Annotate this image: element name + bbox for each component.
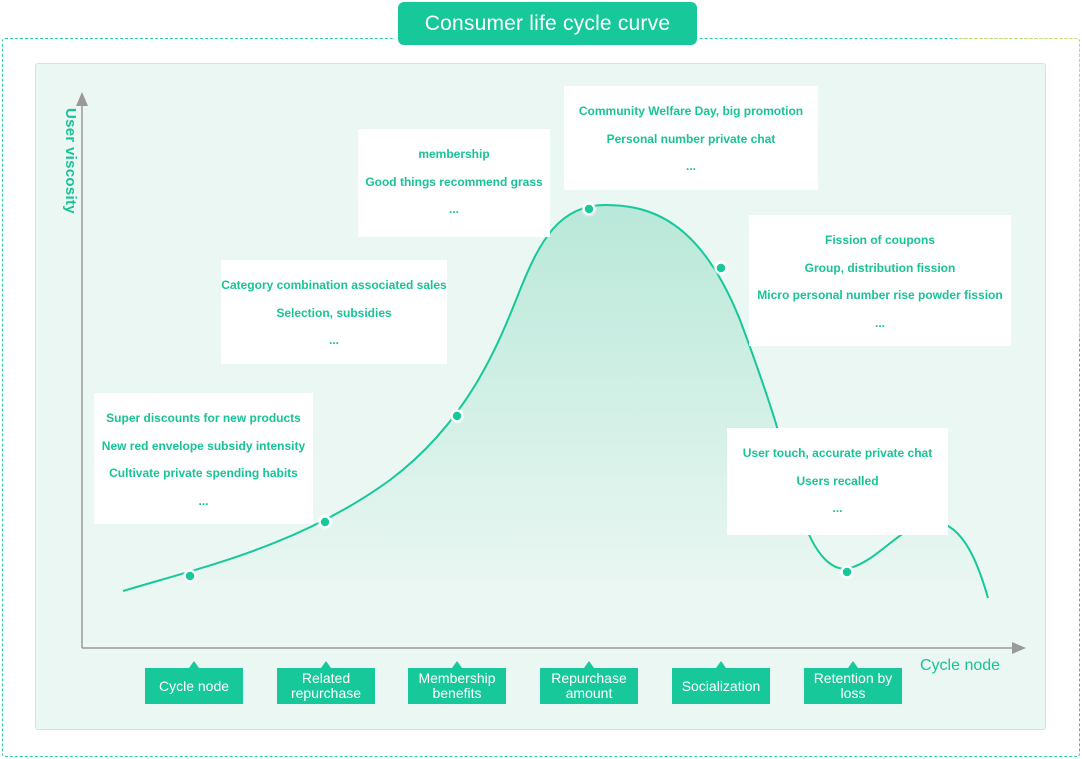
- info-box-related-repurchase: Category combination associated sales Se…: [221, 260, 447, 364]
- y-axis-label: User viscosity: [62, 108, 79, 214]
- info-line: ...: [832, 501, 843, 515]
- node-label-related-repurchase: Related repurchase: [277, 661, 375, 704]
- info-line: Personal number private chat: [606, 131, 776, 146]
- info-line: Super discounts for new products: [106, 411, 301, 425]
- info-box-socialization: Fission of coupons Group, distribution f…: [749, 215, 1011, 346]
- info-line: ...: [685, 159, 696, 173]
- info-box-repurchase-amount: Community Welfare Day, big promotion Per…: [564, 86, 818, 190]
- curve-marker-cycle-node: [181, 567, 199, 585]
- info-box-retention-by-loss: User touch, accurate private chat Users …: [727, 428, 948, 535]
- info-box-cycle-node: Super discounts for new products New red…: [94, 393, 313, 524]
- y-axis-arrow-icon: [76, 92, 88, 106]
- node-label-cycle-node: Cycle node: [145, 661, 243, 704]
- info-line: ...: [448, 202, 459, 216]
- info-line: Fission of coupons: [825, 233, 935, 247]
- info-line: membership: [418, 147, 490, 161]
- node-label-retention-by-loss: Retention by loss: [804, 661, 902, 704]
- info-line: Selection, subsidies: [276, 305, 392, 320]
- x-axis-label: Cycle node: [920, 657, 1001, 674]
- curve-marker-membership-benefits: [448, 407, 466, 425]
- curve-marker-repurchase-amount: [580, 200, 598, 218]
- life-cycle-curve: [122, 203, 989, 599]
- node-label-repurchase-amount: Repurchase amount: [540, 661, 638, 704]
- info-line: User touch, accurate private chat: [742, 446, 933, 460]
- node-label-socialization: Socialization: [672, 661, 770, 704]
- info-box-membership-benefits: membership Good things recommend grass .…: [358, 129, 550, 237]
- info-line: ...: [328, 333, 339, 347]
- diagram-title: Consumer life cycle curve: [398, 2, 697, 45]
- info-line: Micro personal number rise powder fissio…: [757, 288, 1003, 302]
- info-line: Community Welfare Day, big promotion: [578, 104, 804, 118]
- curve-marker-retention-by-loss: [838, 563, 856, 581]
- info-line: Cultivate private spending habits: [109, 466, 298, 480]
- info-line: ...: [874, 315, 885, 330]
- info-line: Users recalled: [796, 473, 879, 488]
- info-line: ...: [198, 493, 209, 508]
- curve-marker-socialization: [712, 259, 730, 277]
- info-line: Good things recommend grass: [365, 174, 543, 189]
- info-line: Category combination associated sales: [221, 278, 447, 292]
- x-axis-arrow-icon: [1012, 642, 1026, 654]
- info-line: New red envelope subsidy intensity: [101, 438, 306, 453]
- curve-marker-related-repurchase: [316, 513, 334, 531]
- info-line: Group, distribution fission: [804, 260, 956, 275]
- node-label-membership-benefits: Membership benefits: [408, 661, 506, 704]
